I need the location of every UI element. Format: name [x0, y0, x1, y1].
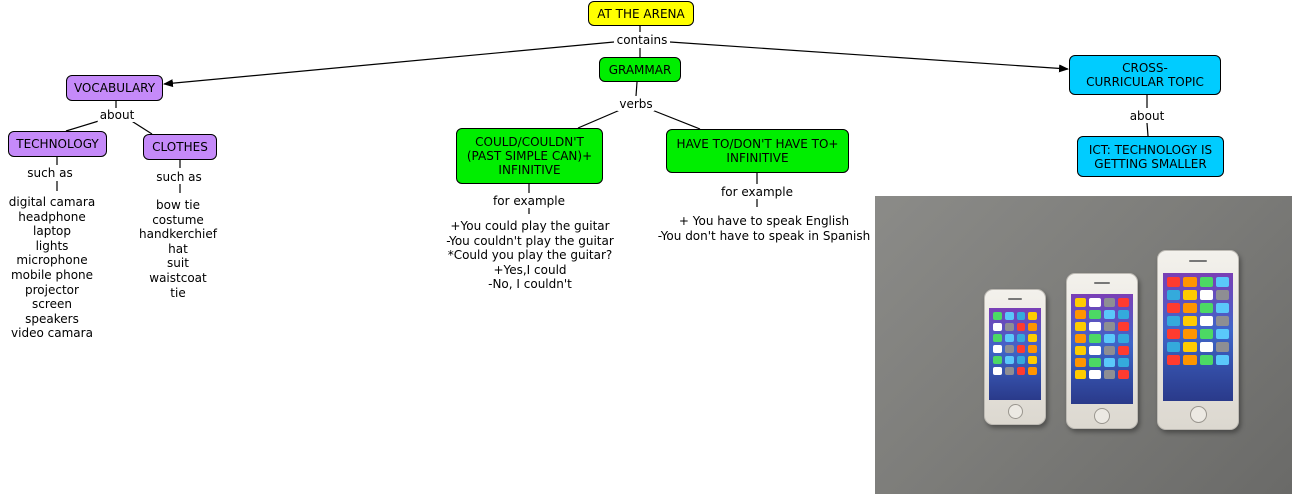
have-to-node[interactable]: HAVE TO/DON'T HAVE TO+ INFINITIVE — [666, 129, 849, 173]
list-item: hat — [168, 241, 188, 256]
link-verbs: verbs — [617, 97, 655, 111]
link-contains: contains — [614, 33, 670, 47]
list-item: -No, I couldn't — [488, 277, 572, 292]
grammar-node[interactable]: GRAMMAR — [599, 57, 681, 82]
ict-node[interactable]: ICT: TECHNOLOGY IS GETTING SMALLER — [1077, 136, 1224, 177]
could-couldnt-label: COULD/COULDN'T (PAST SIMPLE CAN)+ INFINI… — [466, 135, 593, 177]
list-item: + You have to speak English — [678, 214, 850, 228]
list-item: suit — [167, 256, 189, 271]
list-item: *Could you play the guitar? — [447, 248, 613, 263]
list-item: lights — [35, 238, 69, 253]
link-about-vocabulary: about — [97, 108, 137, 122]
ict-label: ICT: TECHNOLOGY IS GETTING SMALLER — [1088, 142, 1213, 171]
list-item: bow tie — [155, 198, 200, 212]
link-such-as-technology: such as — [25, 166, 75, 180]
clothes-node[interactable]: CLOTHES — [143, 134, 217, 160]
edge-contains-cross — [669, 41, 1069, 73]
edge-about-ict — [1146, 122, 1149, 137]
could-examples-list: +You could play the guitar -You couldn't… — [446, 219, 614, 292]
list-item: microphone — [16, 253, 88, 268]
technology-node[interactable]: TECHNOLOGY — [8, 131, 107, 157]
list-item: screen — [32, 297, 72, 312]
edge-about-clothes — [129, 119, 153, 135]
technology-label: TECHNOLOGY — [16, 137, 99, 151]
list-item: handkerchief — [139, 227, 217, 242]
link-for-example-could: for example — [491, 194, 567, 208]
list-item: costume — [152, 212, 204, 227]
have-to-label: HAVE TO/DON'T HAVE TO+ INFINITIVE — [676, 137, 839, 165]
cross-curricular-label: CROSS- CURRICULAR TOPIC — [1086, 61, 1204, 89]
clothes-label: CLOTHES — [152, 140, 208, 154]
root-label: AT THE ARENA — [597, 6, 685, 21]
list-item: +Yes,I could — [493, 262, 567, 277]
list-item: waistcoat — [149, 270, 207, 285]
clothes-list: bow tie costume handkerchief hat suit wa… — [139, 198, 217, 300]
list-item: mobile phone — [10, 267, 94, 282]
edge-about-technology — [65, 119, 103, 132]
list-item: video camara — [11, 326, 93, 341]
list-item: -You don't have to speak in Spanish — [657, 228, 871, 243]
list-item: digital camara — [8, 195, 96, 209]
vocabulary-node[interactable]: VOCABULARY — [66, 75, 163, 101]
link-such-as-clothes: such as — [154, 170, 204, 184]
list-item: tie — [170, 285, 186, 300]
phones-photo — [875, 196, 1292, 494]
list-item: -You couldn't play the guitar — [446, 233, 614, 248]
edge-verbs-could — [577, 109, 621, 129]
edge-verbs-haveto — [651, 109, 701, 130]
cross-curricular-node[interactable]: CROSS- CURRICULAR TOPIC — [1069, 55, 1221, 95]
link-about-cross: about — [1127, 109, 1167, 123]
have-to-examples-list: + You have to speak English -You don't h… — [658, 214, 870, 243]
vocabulary-label: VOCABULARY — [73, 81, 156, 95]
edge-contains-vocabulary — [163, 41, 615, 88]
edge-grammar-verbs — [635, 81, 638, 97]
list-item: laptop — [33, 224, 71, 239]
list-item: speakers — [25, 311, 79, 326]
grammar-label: GRAMMAR — [608, 62, 672, 77]
root-node[interactable]: AT THE ARENA — [588, 1, 694, 26]
phone-large — [1157, 250, 1239, 430]
list-item: +You could play the guitar — [450, 219, 610, 233]
phone-medium — [1066, 273, 1138, 429]
list-item: headphone — [18, 209, 86, 224]
list-item: projector — [25, 282, 79, 297]
could-couldnt-node[interactable]: COULD/COULDN'T (PAST SIMPLE CAN)+ INFINI… — [456, 128, 603, 184]
technology-list: digital camara headphone laptop lights m… — [9, 195, 95, 341]
link-for-example-have-to: for example — [719, 185, 795, 199]
phone-small — [984, 289, 1046, 425]
